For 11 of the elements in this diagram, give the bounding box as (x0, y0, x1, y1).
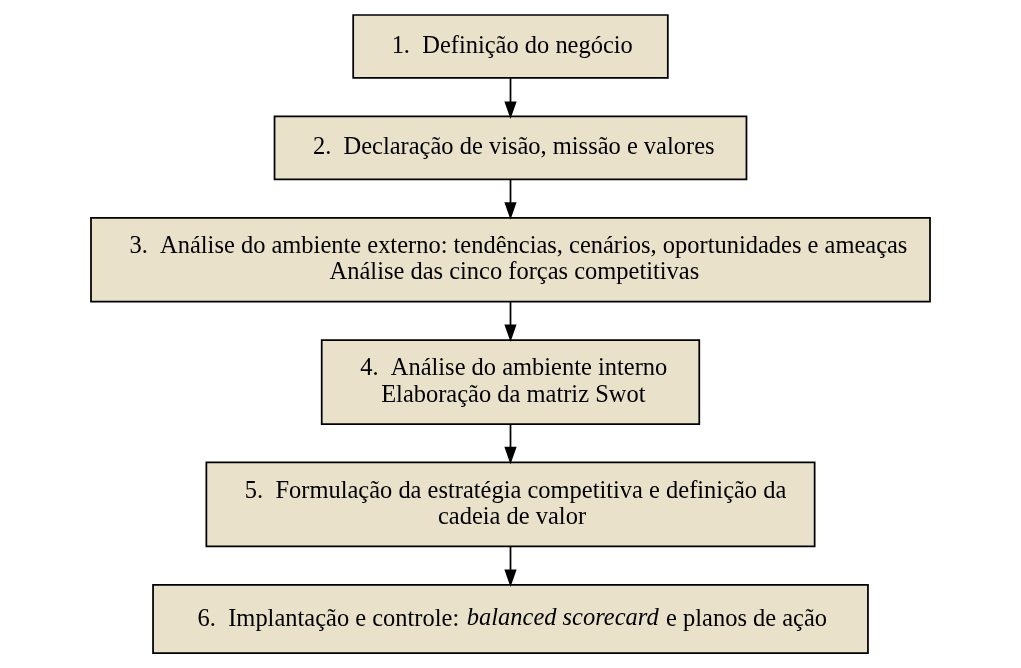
node-box: 1. Definição do negócio (352, 14, 669, 79)
arrow (504, 178, 517, 220)
node-box: 6. Implantação e controle: balanced scorecard e planos de ação (152, 583, 869, 654)
arrow (504, 423, 517, 465)
arrow (504, 77, 517, 120)
node-box: 3. Análise do ambiente externo: tendências, cenários, oportunidades e ameaças Análise das cinco forças competitivas (90, 216, 931, 303)
arrow (504, 546, 517, 588)
node-box: 4. Análise do ambiente interno Elaboração da matriz Swot (320, 339, 701, 425)
node-box: 2. Declaração de visão, missão e valores (273, 115, 748, 181)
arrow (504, 300, 517, 342)
node-box: 5. Formulação da estratégia competitiva e definição da cadeia de valor (205, 461, 816, 548)
